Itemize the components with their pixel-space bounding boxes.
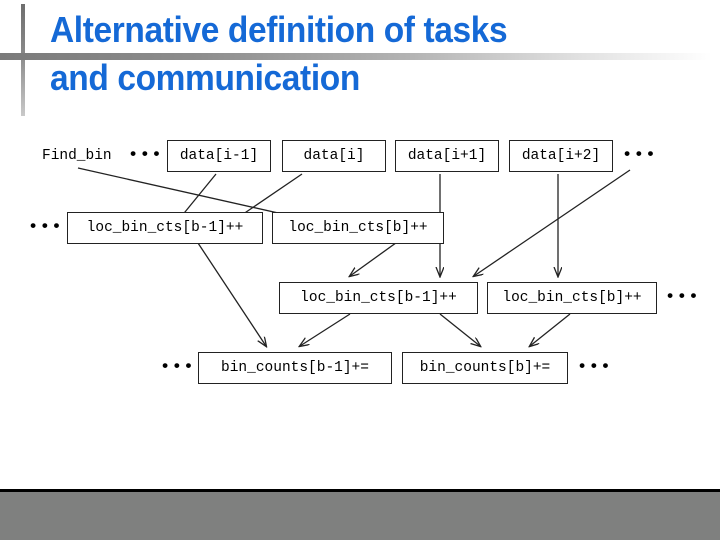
node-loc-bin-cts-b-row3[interactable]: loc_bin_cts[b]++	[487, 282, 657, 314]
node-bin-counts-b-minus-1[interactable]: bin_counts[b-1]+=	[198, 352, 392, 384]
node-bin-counts-b[interactable]: bin_counts[b]+=	[402, 352, 568, 384]
find-bin-label: Find_bin	[42, 148, 112, 164]
node-loc-bin-cts-b-row2[interactable]: loc_bin_cts[b]++	[272, 212, 444, 244]
node-data-i[interactable]: data[i]	[282, 140, 386, 172]
task-communication-diagram: Find_bin ••• data[i-1] data[i] data[i+1]…	[0, 128, 720, 396]
ellipsis-row1-left: •••	[128, 146, 164, 165]
node-data-i-minus-1[interactable]: data[i-1]	[167, 140, 271, 172]
node-data-i-plus-2[interactable]: data[i+2]	[509, 140, 613, 172]
ellipsis-row4-right: •••	[577, 358, 613, 377]
node-loc-bin-cts-b-minus-1-row2[interactable]: loc_bin_cts[b-1]++	[67, 212, 263, 244]
ellipsis-row4-left: •••	[160, 358, 196, 377]
node-data-i-plus-1[interactable]: data[i+1]	[395, 140, 499, 172]
footer-divider	[0, 489, 720, 492]
ellipsis-row2-left: •••	[28, 218, 64, 237]
ellipsis-row1-right: •••	[622, 146, 658, 165]
node-loc-bin-cts-b-minus-1-row3[interactable]: loc_bin_cts[b-1]++	[279, 282, 478, 314]
footer-bar: MK MORGAN KAUFMANN Copyright © 2010, Els…	[0, 492, 720, 540]
title-vertical-rule	[21, 4, 25, 116]
ellipsis-row3-right: •••	[665, 288, 701, 307]
page-title: Alternative definition of tasks and comm…	[50, 9, 508, 98]
title-horizontal-rule	[0, 53, 712, 60]
